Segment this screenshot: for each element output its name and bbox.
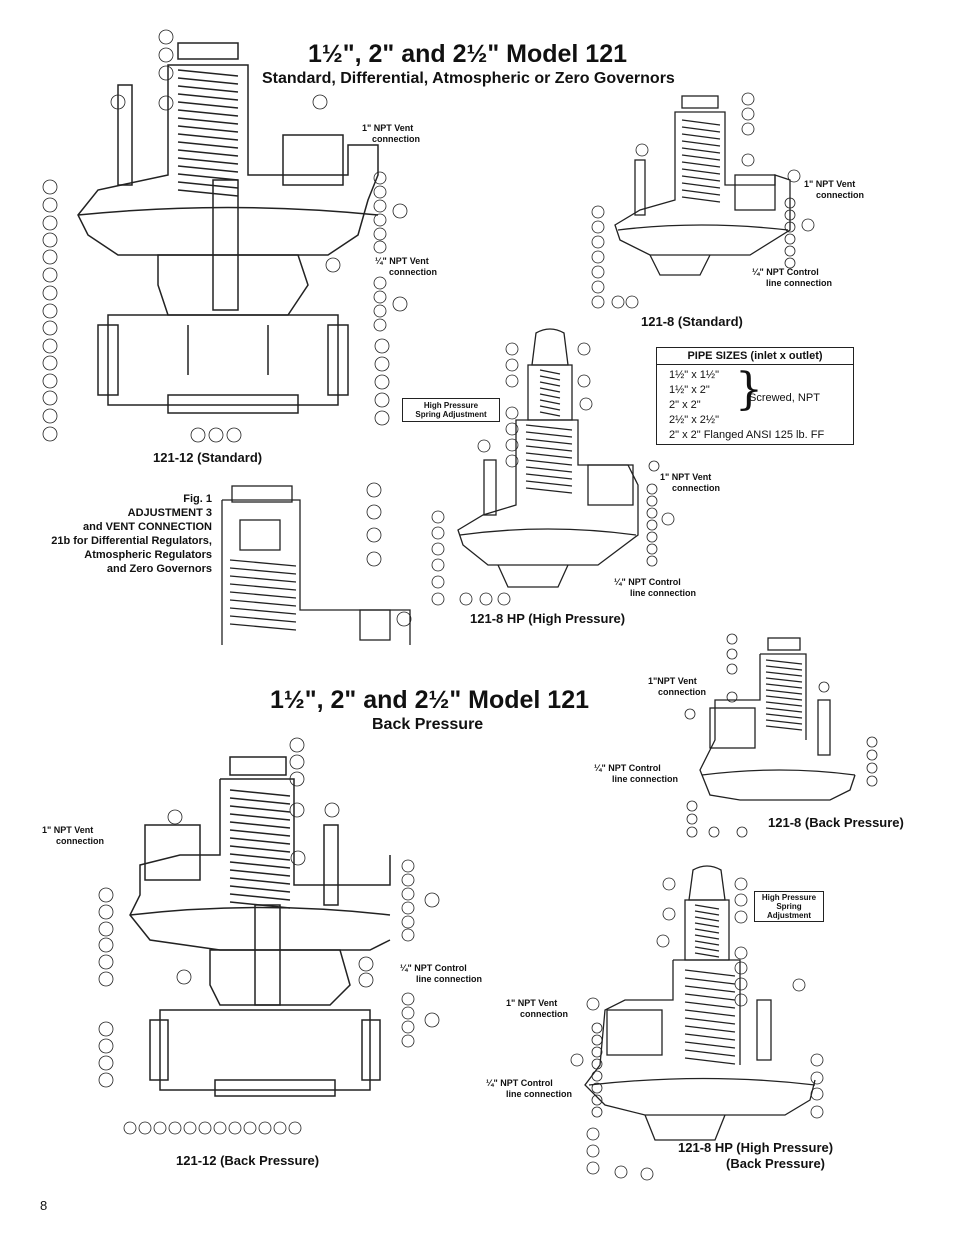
diagram-121-12-back-pressure (98, 737, 440, 1135)
pipe-sizes-header: PIPE SIZES (inlet x outlet) (657, 348, 853, 365)
pipe-size-row: 2" x 2" Flanged ANSI 125 lb. FF (669, 429, 825, 441)
caption-121-8-hp-back-pressure-line2: (Back Pressure) (726, 1156, 825, 1171)
pipe-size-row: 2½" x 2½" (669, 414, 720, 426)
caption-121-8-hp-back-pressure: 121-8 HP (High Pressure) (678, 1140, 834, 1155)
pipe-sizes-screwed: Screwed, NPT (749, 392, 820, 404)
caption-121-8-back-pressure: 121-8 (Back Pressure) (768, 815, 904, 830)
pipe-size-row: 1½" x 1½" (669, 369, 720, 381)
diagram-121-8-back-pressure (684, 633, 878, 838)
diagram-121-8-hp-back-pressure (570, 865, 824, 1181)
pipe-size-row: 2" x 2" (669, 399, 701, 411)
page-title-standard: 1½", 2" and 2½" Model 121 (308, 40, 628, 68)
brace-glyph: } (735, 364, 763, 415)
subtitle-back-pressure: Back Pressure (372, 716, 484, 733)
page-title-back-pressure: 1½", 2" and 2½" Model 121 (270, 686, 590, 714)
pipe-sizes-table: PIPE SIZES (inlet x outlet) 1½" x 1½" 1½… (656, 347, 854, 445)
diagram-fig1-adjustment (221, 482, 412, 645)
diagram-121-8-standard (591, 92, 815, 309)
caption-121-12-back-pressure: 121-12 (Back Pressure) (176, 1153, 320, 1168)
diagram-121-8-hp (431, 328, 675, 606)
page-number: 8 (40, 1198, 48, 1213)
caption-121-8-standard: 121-8 (Standard) (641, 314, 743, 329)
caption-121-8-hp: 121-8 HP (High Pressure) (470, 611, 626, 626)
diagram-121-12-standard (42, 29, 408, 443)
subtitle-standard: Standard, Differential, Atmospheric or Z… (262, 70, 675, 87)
pipe-size-row: 1½" x 2" (669, 384, 710, 396)
caption-121-12-standard: 121-12 (Standard) (153, 450, 263, 465)
